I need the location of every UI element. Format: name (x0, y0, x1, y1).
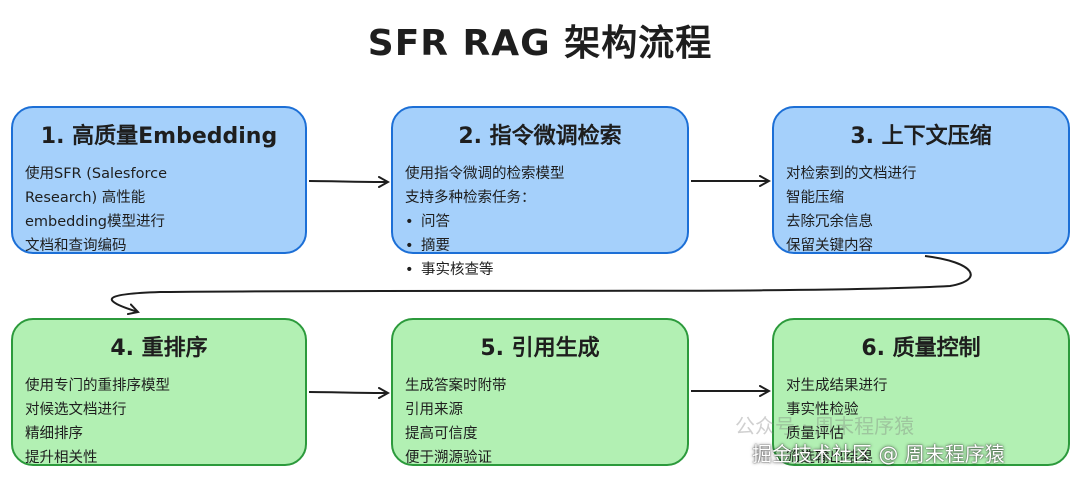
step-5-line: 引用来源 (405, 402, 463, 418)
step-3-box: 3. 上下文压缩 对检索到的文档进行 智能压缩 去除冗余信息 保留关键内容 (772, 106, 1070, 254)
watermark-community: 掘金技术社区 @ 周末程序猿 (752, 442, 1005, 466)
step-6-title: 6. 质量控制 (861, 336, 981, 361)
step-2-bullet: 问答 (405, 210, 675, 234)
step-3-line: 智能压缩 (786, 190, 844, 206)
step-6-line: 事实性检验 (786, 402, 859, 418)
step-3-line: 去除冗余信息 (786, 214, 873, 230)
step-1-line: 使用SFR (Salesforce (25, 166, 167, 182)
arrow-4-to-5 (308, 392, 388, 393)
step-2-box: 2. 指令微调检索 使用指令微调的检索模型 支持多种检索任务： 问答 摘要 事实… (391, 106, 689, 278)
step-1-box: 1. 高质量Embedding 使用SFR (Salesforce Resear… (11, 106, 307, 254)
step-5-title: 5. 引用生成 (480, 336, 600, 361)
step-5-line: 便于溯源验证 (405, 450, 492, 466)
arrow-1-to-2 (308, 181, 388, 182)
step-6-box: 6. 质量控制 对生成结果进行 事实性检验 质量评估 筛选输出结果 (772, 318, 1070, 466)
step-3-body: 对检索到的文档进行 智能压缩 去除冗余信息 保留关键内容 (786, 162, 1056, 258)
step-4-title: 4. 重排序 (110, 336, 208, 361)
step-5-line: 提高可信度 (405, 426, 478, 442)
step-5-body: 生成答案时附带 引用来源 提高可信度 便于溯源验证 (405, 374, 675, 470)
step-6-body: 对生成结果进行 事实性检验 质量评估 筛选输出结果 (786, 374, 1056, 470)
step-3-line: 对检索到的文档进行 (786, 166, 917, 182)
step-6-line: 筛选输出结果 (786, 450, 873, 466)
step-3-title: 3. 上下文压缩 (850, 124, 992, 149)
step-6-line: 质量评估 (786, 426, 844, 442)
step-4-line: 精细排序 (25, 426, 83, 442)
watermark-faint: 公众号 · 周末程序猿 (735, 414, 915, 438)
step-2-line: 支持多种检索任务： (405, 190, 536, 206)
step-2-bullet: 事实核查等 (405, 258, 675, 282)
step-6-line: 对生成结果进行 (786, 378, 888, 394)
step-2-body: 使用指令微调的检索模型 支持多种检索任务： 问答 摘要 事实核查等 (405, 162, 675, 282)
step-1-body: 使用SFR (Salesforce Research) 高性能 embeddin… (25, 162, 293, 258)
step-3-line: 保留关键内容 (786, 238, 873, 254)
step-4-line: 使用专门的重排序模型 (25, 378, 170, 394)
step-5-line: 生成答案时附带 (405, 378, 507, 394)
diagram-title: SFR RAG 架构流程 (367, 23, 713, 64)
step-5-box: 5. 引用生成 生成答案时附带 引用来源 提高可信度 便于溯源验证 (391, 318, 689, 466)
step-4-line: 对候选文档进行 (25, 402, 127, 418)
step-1-line: Research) 高性能 (25, 190, 146, 206)
step-2-title: 2. 指令微调检索 (458, 124, 622, 149)
step-2-line: 使用指令微调的检索模型 (405, 166, 565, 182)
step-2-bullet: 摘要 (405, 234, 675, 258)
step-1-line: embedding模型进行 (25, 214, 166, 230)
step-4-line: 提升相关性 (25, 450, 98, 466)
step-4-body: 使用专门的重排序模型 对候选文档进行 精细排序 提升相关性 (25, 374, 293, 470)
step-1-title: 1. 高质量Embedding (40, 124, 278, 149)
step-1-line: 文档和查询编码 (25, 238, 127, 254)
step-4-box: 4. 重排序 使用专门的重排序模型 对候选文档进行 精细排序 提升相关性 (11, 318, 307, 466)
